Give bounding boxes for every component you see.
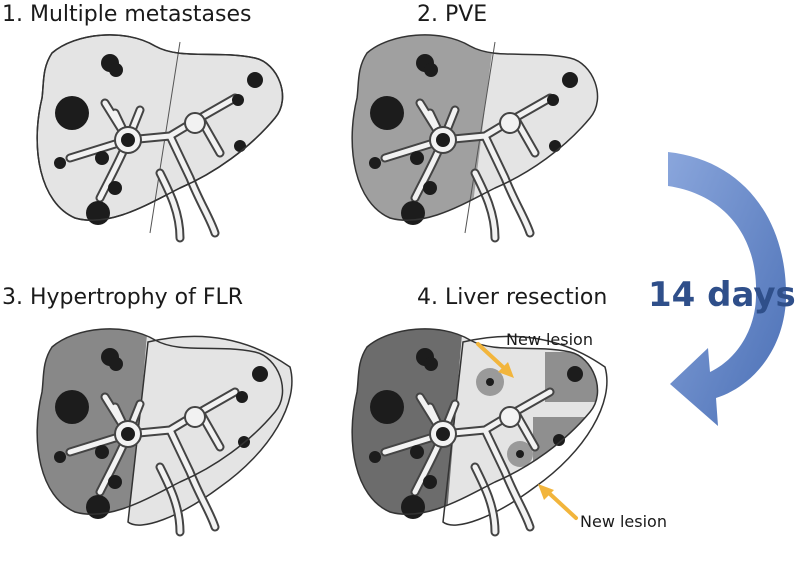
panel-3-title: 3. Hypertrophy of FLR bbox=[2, 285, 244, 310]
new-lesion-arrow-bottom bbox=[538, 484, 578, 520]
interval-arrow bbox=[668, 152, 787, 426]
liver-diagram-2 bbox=[351, 34, 599, 268]
new-lesion-label-top: New lesion bbox=[506, 330, 593, 349]
liver-diagram-4 bbox=[351, 328, 608, 562]
new-lesion-arrow-top bbox=[476, 342, 514, 378]
interval-label: 14 days bbox=[648, 275, 796, 315]
new-lesion-label-bottom: New lesion bbox=[580, 512, 667, 531]
panel-2-title: 2. PVE bbox=[417, 2, 488, 27]
liver-diagram-1 bbox=[36, 34, 284, 268]
panel-4-title: 4. Liver resection bbox=[417, 285, 608, 310]
panel-1-title: 1. Multiple metastases bbox=[2, 2, 252, 27]
liver-diagram-3 bbox=[36, 328, 293, 562]
